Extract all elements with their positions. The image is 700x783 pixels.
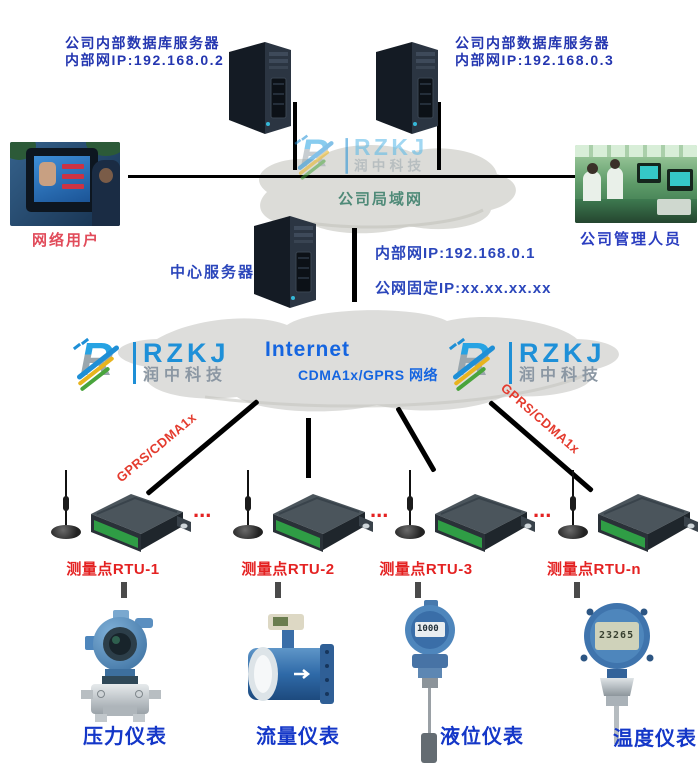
- rtu-device-graphic: [273, 494, 373, 552]
- internet-cloud-subtitle: CDMA1x/GPRS 网络: [298, 367, 439, 383]
- logo-divider: [345, 138, 348, 174]
- person-graphic: [607, 167, 623, 199]
- rtu-1-label: 测量点RTU-1: [66, 561, 160, 578]
- logo-divider: [133, 342, 136, 384]
- flow-meter-graphic: [248, 614, 334, 704]
- rtu-instrument-link-3: [415, 582, 421, 598]
- rtu-3-label: 测量点RTU-3: [379, 561, 473, 578]
- lan-cloud-label: 公司局域网: [338, 191, 424, 208]
- level-transmitter-graphic: [405, 600, 455, 763]
- person-head-graphic: [610, 159, 620, 169]
- ellipsis-separator: ...: [370, 497, 389, 522]
- server-right-antenna-line: [437, 102, 441, 170]
- person-head-graphic: [587, 163, 598, 174]
- rtu-unit-n: [555, 468, 700, 558]
- monitor-screen-graphic: [670, 172, 690, 186]
- antenna-graphic: [230, 470, 266, 542]
- antenna-graphic: [555, 470, 591, 542]
- center-server-ip2: 公网固定IP:xx.xx.xx.xx: [375, 280, 552, 297]
- center-server-ip1: 内部网IP:192.168.0.1: [375, 245, 536, 262]
- portrait-graphic: [39, 162, 56, 186]
- server-left-antenna-line: [293, 102, 297, 170]
- rzkj-logo-watermark: R RZKJ 润中科技: [294, 130, 428, 181]
- rtu-unit-3: [392, 468, 537, 558]
- rtu-device-graphic: [435, 494, 535, 552]
- temperature-transmitter-graphic: [580, 603, 654, 744]
- console-graphic: [657, 199, 691, 215]
- person-head-graphic: [99, 168, 113, 183]
- menu-bar-graphic: [62, 174, 84, 179]
- rtu-device-graphic: [91, 494, 191, 552]
- company-managers-label: 公司管理人员: [580, 231, 683, 248]
- temperature-instrument-label: 温度仪表: [613, 728, 697, 750]
- rtu-instrument-link-1: [121, 582, 127, 598]
- rtu-2-label: 测量点RTU-2: [241, 561, 335, 578]
- rtu-unit-1: [48, 468, 193, 558]
- logo-divider: [509, 342, 512, 384]
- gprs-link-line-2: [306, 418, 311, 478]
- person-graphic: [583, 171, 601, 201]
- rtu-instrument-link-4: [574, 582, 580, 598]
- center-server-tower: [254, 216, 316, 308]
- rzkj-logo-text: RZKJ: [519, 338, 606, 368]
- db-server-tower-right: [376, 42, 438, 134]
- db-server-right-label: 公司内部数据库服务器 内部网IP:192.168.0.3: [455, 35, 614, 69]
- rzkj-logo-text: RZKJ: [353, 134, 428, 161]
- rzkj-logo-mark: R: [72, 333, 126, 392]
- center-server-label: 中心服务器: [170, 264, 256, 281]
- temperature-display-value: 23265: [599, 630, 635, 641]
- rzkj-logo-text: RZKJ: [143, 338, 230, 368]
- network-users-photo: [10, 142, 120, 226]
- rzkj-logo-mark: R: [294, 130, 340, 181]
- center-server-link-line: [352, 228, 357, 302]
- pressure-instrument-label: 压力仪表: [83, 726, 167, 748]
- rtu-instrument-link-2: [275, 582, 281, 598]
- rzkj-logo-subtext: 润中科技: [353, 159, 426, 174]
- rtu-unit-2: [230, 468, 375, 558]
- db-server-left-title: 公司内部数据库服务器: [65, 35, 220, 51]
- antenna-graphic: [392, 470, 428, 542]
- level-display-value: 1000: [417, 624, 439, 634]
- rtu-n-label: 测量点RTU-n: [547, 561, 641, 578]
- db-server-right-ip: 内部网IP:192.168.0.3: [455, 52, 615, 68]
- antenna-graphic: [48, 470, 84, 542]
- rzkj-logo-right: R RZKJ 润中科技: [448, 333, 606, 392]
- rzkj-logo-left: R RZKJ 润中科技: [72, 333, 230, 392]
- ellipsis-separator: ...: [193, 497, 212, 522]
- network-users-label: 网络用户: [32, 232, 101, 249]
- ceiling-graphic: [575, 145, 697, 157]
- internet-cloud-title: Internet: [265, 338, 351, 361]
- rzkj-logo-mark: R: [448, 333, 502, 392]
- pressure-transmitter-graphic: [81, 610, 161, 722]
- rtu-device-graphic: [598, 494, 698, 552]
- rzkj-logo-subtext: 润中科技: [519, 367, 604, 384]
- flow-instrument-label: 流量仪表: [256, 726, 340, 748]
- menu-bar-graphic: [62, 164, 84, 169]
- monitor-screen-graphic: [640, 166, 658, 179]
- db-server-left-label: 公司内部数据库服务器 内部网IP:192.168.0.2: [65, 35, 224, 69]
- ellipsis-separator: ...: [533, 497, 552, 522]
- menu-bar-graphic: [62, 184, 84, 189]
- company-managers-photo: [575, 145, 697, 223]
- db-server-right-title: 公司内部数据库服务器: [455, 35, 610, 51]
- rzkj-logo-subtext: 润中科技: [143, 367, 228, 384]
- db-server-tower-left: [229, 42, 291, 134]
- lan-backbone-line: [128, 175, 576, 178]
- level-instrument-label: 液位仪表: [440, 726, 524, 748]
- db-server-left-ip: 内部网IP:192.168.0.2: [65, 52, 225, 68]
